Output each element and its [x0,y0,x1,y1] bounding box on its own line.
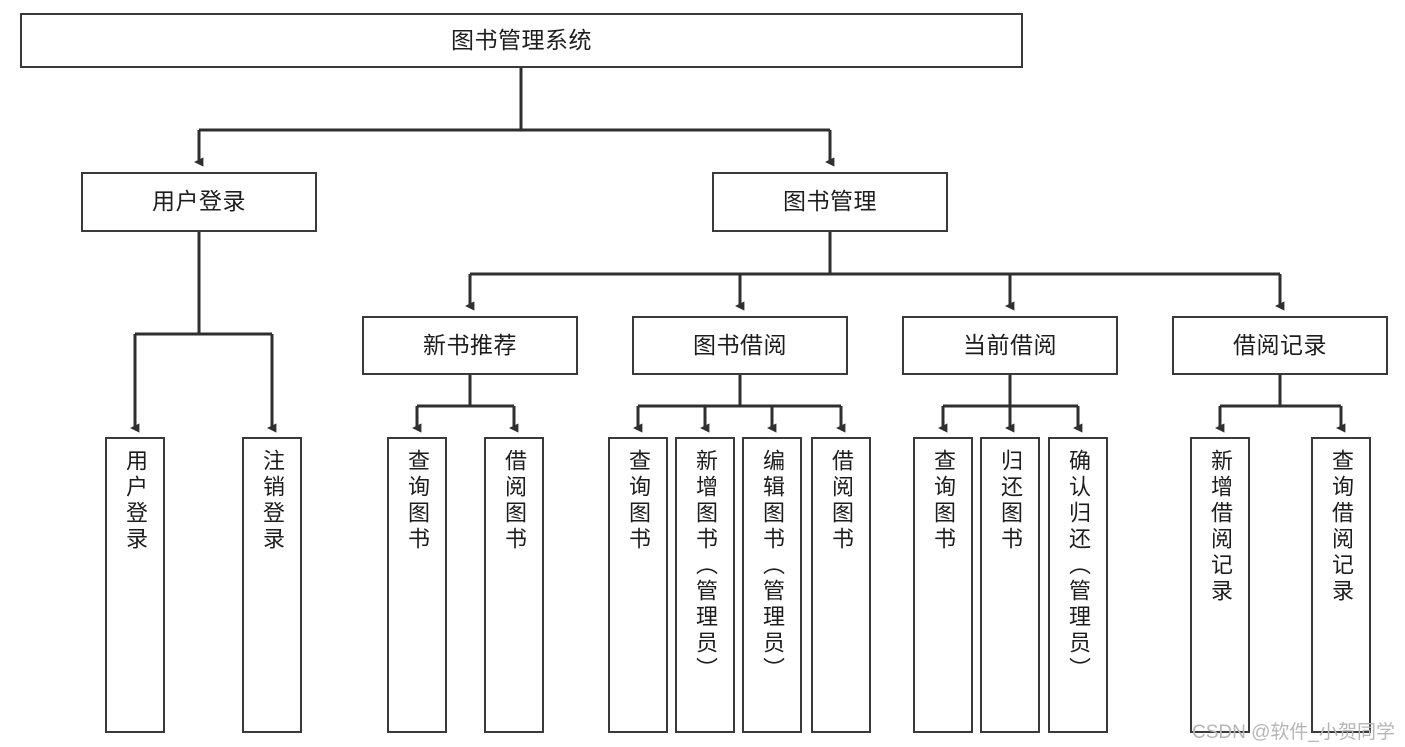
leaf-query-book-1-label: 查询图书 [405,449,430,553]
leaf-borrow-book-1[interactable]: 借阅图书 [484,437,544,733]
node-book-manage-label: 图书管理 [783,188,877,215]
leaf-edit-book[interactable]: 编辑图书（管理员） [742,437,802,733]
leaf-logout[interactable]: 注销登录 [242,437,302,733]
leaf-borrow-book-2-label: 借阅图书 [829,449,854,553]
node-borrow-record[interactable]: 借阅记录 [1172,316,1388,375]
leaf-user-login[interactable]: 用户登录 [105,437,165,733]
watermark: CSDN @软件_小贺同学 [1192,722,1395,743]
leaf-add-book[interactable]: 新增图书（管理员） [675,437,735,733]
node-borrow-record-label: 借阅记录 [1233,331,1327,358]
node-root-label: 图书管理系统 [451,26,592,53]
leaf-confirm-return[interactable]: 确认归还（管理员） [1048,437,1108,733]
node-user-login-label: 用户登录 [152,188,246,215]
leaf-query-book-2-label: 查询图书 [626,449,651,553]
node-current-borrow-label: 当前借阅 [963,331,1057,358]
leaf-logout-label: 注销登录 [260,449,285,553]
node-book-manage[interactable]: 图书管理 [712,172,948,232]
leaf-confirm-return-label: 确认归还（管理员） [1066,449,1091,683]
leaf-query-book-3-label: 查询图书 [931,449,956,553]
node-new-book-recommend[interactable]: 新书推荐 [362,316,578,375]
node-book-borrow[interactable]: 图书借阅 [632,316,848,375]
leaf-borrow-book-2[interactable]: 借阅图书 [811,437,871,733]
leaf-query-record[interactable]: 查询借阅记录 [1311,437,1371,733]
leaf-add-record[interactable]: 新增借阅记录 [1190,437,1250,733]
leaf-return-book-label: 归还图书 [998,449,1023,553]
leaf-query-book-1[interactable]: 查询图书 [387,437,447,733]
leaf-add-book-label: 新增图书（管理员） [693,449,718,683]
node-user-login[interactable]: 用户登录 [81,172,317,232]
leaf-return-book[interactable]: 归还图书 [980,437,1040,733]
node-new-book-recommend-label: 新书推荐 [423,331,517,358]
leaf-query-book-3[interactable]: 查询图书 [913,437,973,733]
leaf-add-record-label: 新增借阅记录 [1208,449,1233,605]
node-book-borrow-label: 图书借阅 [693,331,787,358]
leaf-user-login-label: 用户登录 [123,449,148,553]
leaf-edit-book-label: 编辑图书（管理员） [760,449,785,683]
leaf-borrow-book-1-label: 借阅图书 [502,449,527,553]
leaf-query-record-label: 查询借阅记录 [1329,449,1354,605]
node-current-borrow[interactable]: 当前借阅 [902,316,1118,375]
node-root[interactable]: 图书管理系统 [20,13,1023,68]
leaf-query-book-2[interactable]: 查询图书 [608,437,668,733]
